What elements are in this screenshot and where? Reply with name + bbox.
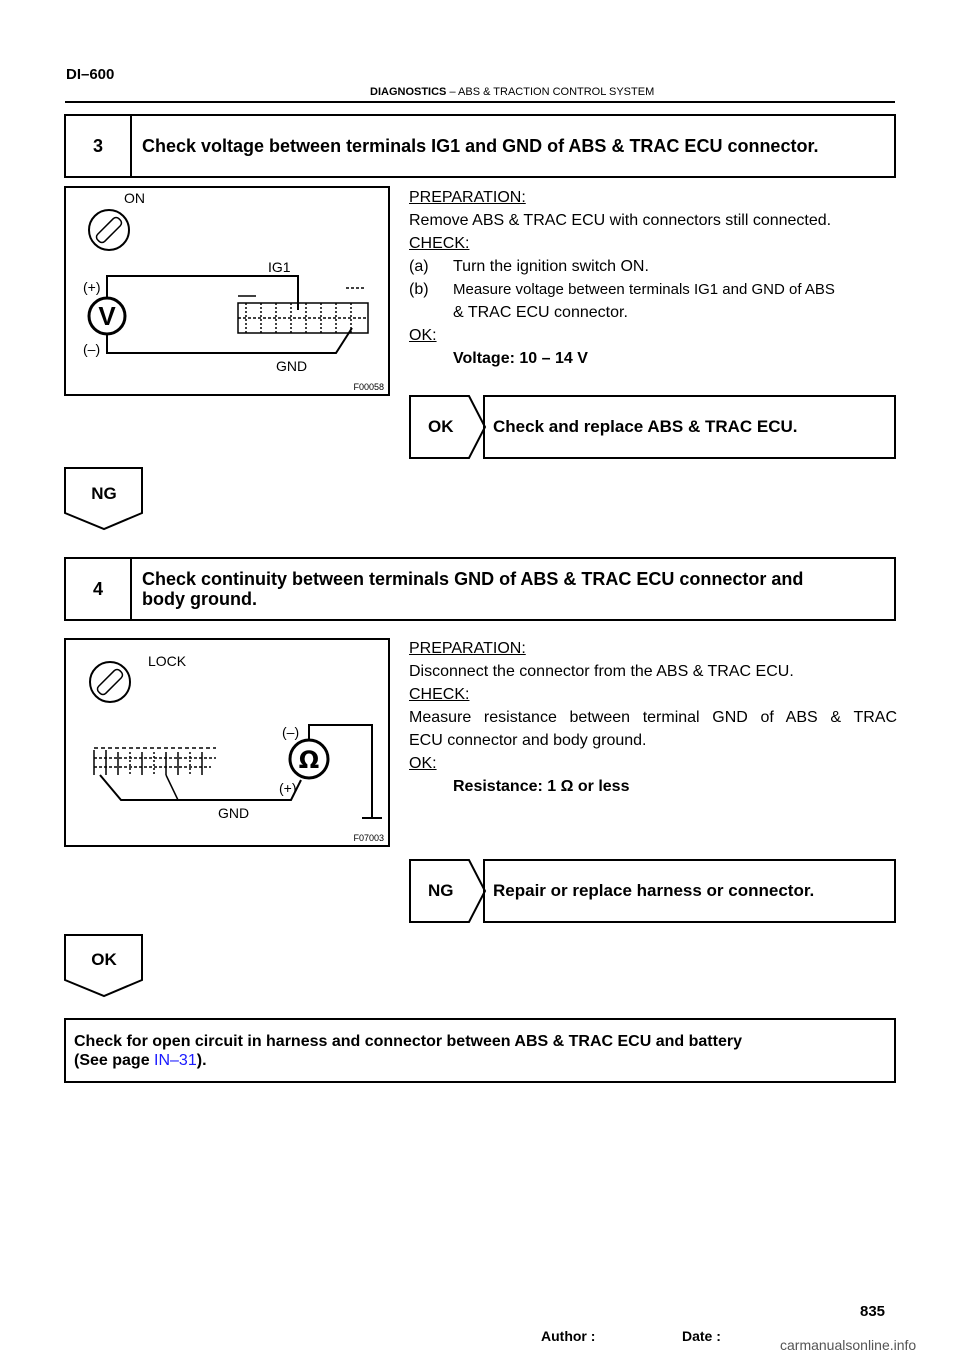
step-4-title-line1: Check continuity between terminals GND o… bbox=[142, 569, 804, 589]
preparation-label: PREPARATION: bbox=[409, 640, 526, 657]
page-number: 835 bbox=[860, 1303, 886, 1320]
section-title: DIAGNOSTICS bbox=[370, 86, 447, 98]
page-id: DI–600 bbox=[66, 66, 115, 83]
svg-text:GND: GND bbox=[218, 805, 249, 821]
check-label: CHECK: bbox=[409, 235, 470, 252]
ok-arrow bbox=[409, 395, 487, 459]
figure-f00058: V ON IG1 (+) (–) GND F00058 bbox=[64, 186, 390, 396]
svg-text:ON: ON bbox=[124, 190, 145, 206]
svg-text:LOCK: LOCK bbox=[148, 653, 187, 669]
voltmeter-icon: V bbox=[87, 296, 127, 336]
ok-label: OK: bbox=[409, 755, 437, 772]
svg-text:Ω: Ω bbox=[299, 746, 319, 774]
ok-flow-arrow bbox=[64, 934, 143, 998]
step-3-result: Check and replace ABS & TRAC ECU. bbox=[483, 395, 896, 459]
step-3-instructions: PREPARATION: Remove ABS & TRAC ECU with … bbox=[409, 186, 897, 370]
svg-text:(–): (–) bbox=[83, 341, 100, 357]
page-link[interactable]: IN–31 bbox=[154, 1052, 197, 1069]
svg-text:V: V bbox=[98, 301, 116, 331]
ng-arrow-label: NG bbox=[428, 881, 454, 900]
preparation-label: PREPARATION: bbox=[409, 189, 526, 206]
step-4-number: 4 bbox=[66, 559, 132, 619]
preparation-text: Remove ABS & TRAC ECU with connectors st… bbox=[409, 212, 832, 229]
step-4-instructions: PREPARATION: Disconnect the connector fr… bbox=[409, 637, 897, 798]
step-3-box: 3 Check voltage between terminals IG1 an… bbox=[64, 114, 896, 178]
step-3-title: Check voltage between terminals IG1 and … bbox=[142, 136, 819, 156]
ecu-connector bbox=[93, 747, 216, 775]
check-item-cont: & TRAC ECU connector. bbox=[453, 304, 628, 321]
ok-label: OK: bbox=[409, 327, 437, 344]
ignition-switch-icon bbox=[88, 209, 130, 251]
step-3-number: 3 bbox=[66, 116, 132, 176]
svg-text:(+): (+) bbox=[279, 780, 297, 796]
voltage-check-diagram: V ON IG1 (+) (–) GND bbox=[83, 190, 369, 374]
step-4-result: Repair or replace harness or connector. bbox=[483, 859, 896, 923]
preparation-text: Disconnect the connector from the ABS & … bbox=[409, 663, 794, 680]
date-label: Date : bbox=[682, 1328, 721, 1344]
check-text: Measure resistance between terminal GND … bbox=[409, 709, 897, 726]
svg-text:GND: GND bbox=[276, 358, 307, 374]
ng-flow-arrow bbox=[64, 467, 143, 531]
header-rule bbox=[65, 101, 895, 103]
continuity-check-diagram: Ω LOCK (–) (+) GND bbox=[89, 653, 382, 821]
author-label: Author : bbox=[541, 1328, 596, 1344]
final-text-line1: Check for open circuit in harness and co… bbox=[74, 1033, 742, 1050]
final-text-line2: (See page IN–31). bbox=[74, 1052, 207, 1069]
check-item: (a)Turn the ignition switch ON. bbox=[409, 258, 649, 275]
svg-text:(–): (–) bbox=[282, 724, 299, 740]
step-4-title-line2: body ground. bbox=[142, 589, 257, 609]
ok-arrow-label: OK bbox=[428, 417, 454, 436]
ok-flow-label: OK bbox=[91, 950, 117, 969]
ecu-connector bbox=[237, 287, 369, 334]
step-4-box: 4 Check continuity between terminals GND… bbox=[64, 557, 896, 621]
figure-id: F00058 bbox=[353, 382, 384, 392]
final-step-box: Check for open circuit in harness and co… bbox=[64, 1018, 896, 1083]
lock-switch-icon bbox=[89, 661, 131, 703]
ng-flow-label: NG bbox=[91, 484, 117, 503]
figure-id: F07003 bbox=[353, 833, 384, 843]
ok-value: Resistance: 1 Ω or less bbox=[453, 778, 630, 795]
check-label: CHECK: bbox=[409, 686, 470, 703]
section-separator: – bbox=[446, 86, 459, 98]
watermark: carmanualsonline.info bbox=[780, 1337, 917, 1353]
ok-value: Voltage: 10 – 14 V bbox=[453, 350, 588, 367]
check-text-cont: ECU connector and body ground. bbox=[409, 732, 647, 749]
svg-text:(+): (+) bbox=[83, 279, 101, 295]
svg-text:IG1: IG1 bbox=[268, 259, 291, 275]
ng-arrow bbox=[409, 859, 487, 923]
subsection-title: ABS & TRACTION CONTROL SYSTEM bbox=[458, 86, 655, 98]
figure-f07003: Ω LOCK (–) (+) GND F07003 bbox=[64, 638, 390, 847]
ohmmeter-icon: Ω bbox=[288, 738, 330, 780]
section-header: DIAGNOSTICS – ABS & TRACTION CONTROL SYS… bbox=[370, 86, 654, 98]
check-item: (b)Measure voltage between terminals IG1… bbox=[409, 281, 835, 298]
